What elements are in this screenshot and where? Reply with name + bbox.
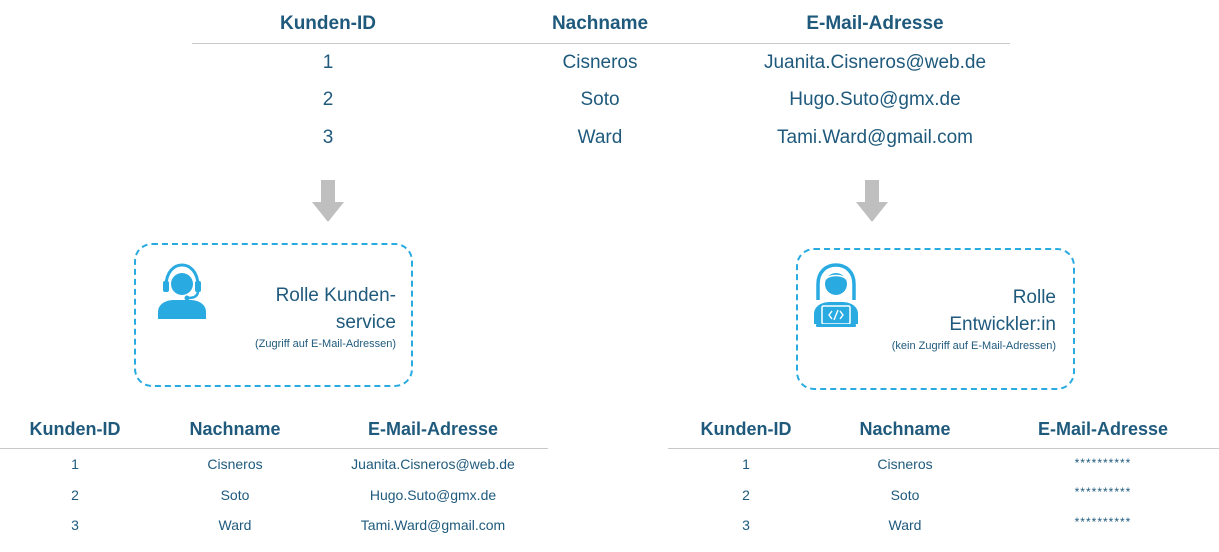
column-header-nachname: Nachname bbox=[189, 419, 281, 439]
masked-email-cell: ********** bbox=[1074, 456, 1132, 470]
table-cell: 3 bbox=[322, 127, 334, 148]
table-cell: Juanita.Cisneros@web.de bbox=[763, 52, 987, 73]
table-cell: Ward bbox=[888, 517, 922, 533]
column-header-nachname: Nachname bbox=[859, 419, 951, 439]
role-box-entwickler bbox=[796, 248, 1075, 390]
table-cell: Juanita.Cisneros@web.de bbox=[351, 456, 515, 472]
table-cell: 3 bbox=[71, 517, 79, 533]
table-cell: Tami.Ward@gmail.com bbox=[360, 517, 506, 533]
customer-service-headset-icon bbox=[158, 263, 206, 319]
role-access-note: (kein Zugriff auf E-Mail-Adressen) bbox=[891, 340, 1056, 352]
header-divider bbox=[192, 43, 1010, 44]
role-title-line1: Rolle Kunden- bbox=[275, 285, 396, 306]
role-title-line2: service bbox=[335, 312, 396, 333]
table-cell: Hugo.Suto@gmx.de bbox=[369, 487, 497, 503]
column-header-kunden-id: Kunden-ID bbox=[29, 419, 121, 439]
column-header-email: E-Mail-Adresse bbox=[806, 13, 944, 34]
column-header-email: E-Mail-Adresse bbox=[1037, 419, 1169, 439]
table-cell: 1 bbox=[742, 456, 750, 472]
table-cell: Ward bbox=[218, 517, 252, 533]
column-header-kunden-id: Kunden-ID bbox=[700, 419, 792, 439]
table-cell: Tami.Ward@gmail.com bbox=[777, 127, 973, 148]
table-cell: Hugo.Suto@gmx.de bbox=[789, 89, 961, 110]
column-header-email: E-Mail-Adresse bbox=[367, 419, 499, 439]
header-divider bbox=[668, 448, 1219, 449]
masked-email-cell: ********** bbox=[1074, 515, 1132, 529]
table-cell: Soto bbox=[890, 487, 920, 503]
table-cell: 2 bbox=[71, 487, 79, 503]
table-cell: Ward bbox=[577, 127, 623, 148]
table-cell: Cisneros bbox=[207, 456, 263, 472]
table-cell: Cisneros bbox=[562, 52, 638, 73]
down-arrow-icon bbox=[856, 180, 888, 222]
table-cell: Soto bbox=[580, 89, 620, 110]
role-access-note: (Zugriff auf E-Mail-Adressen) bbox=[254, 338, 396, 350]
role-title-line2: Entwickler:in bbox=[949, 314, 1056, 335]
column-header-kunden-id: Kunden-ID bbox=[279, 13, 377, 34]
column-header-nachname: Nachname bbox=[551, 13, 649, 34]
masked-email-cell: ********** bbox=[1074, 485, 1132, 499]
role-title-line1: Rolle bbox=[1012, 287, 1056, 308]
table-cell: Cisneros bbox=[877, 456, 933, 472]
down-arrow-icon bbox=[312, 180, 344, 222]
table-cell: Soto bbox=[220, 487, 250, 503]
header-divider bbox=[0, 448, 548, 449]
table-cell: 2 bbox=[322, 89, 334, 110]
table-cell: 2 bbox=[742, 487, 750, 503]
table-cell: 3 bbox=[742, 517, 750, 533]
role-box-kundenservice bbox=[134, 243, 413, 387]
developer-laptop-icon bbox=[814, 263, 858, 327]
table-cell: 1 bbox=[322, 52, 334, 73]
table-cell: 1 bbox=[71, 456, 79, 472]
